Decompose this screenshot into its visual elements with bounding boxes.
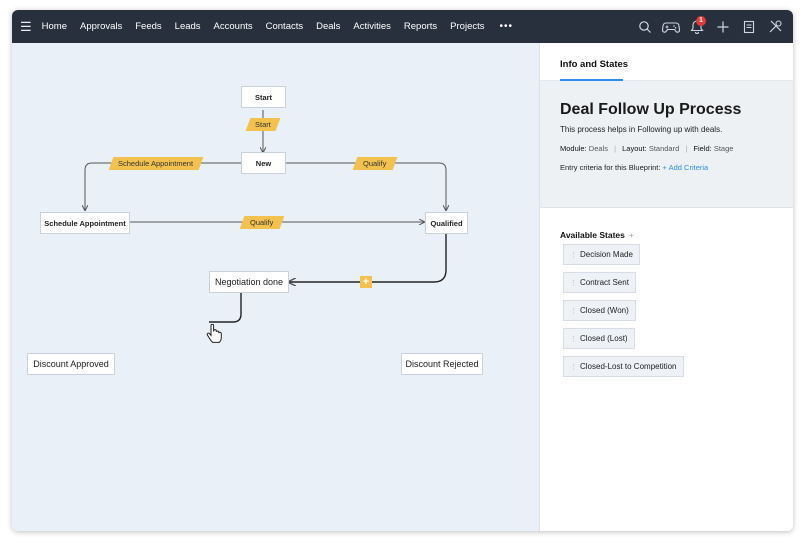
nav-contacts[interactable]: Contacts xyxy=(265,21,304,32)
blueprint-canvas[interactable]: Start Start New Schedule Appointment Qua… xyxy=(12,43,539,531)
nav-feeds[interactable]: Feeds xyxy=(135,21,162,32)
available-states-title: Available States xyxy=(560,230,625,240)
nav-activities[interactable]: Activities xyxy=(353,21,391,32)
plus-icon[interactable] xyxy=(711,15,735,39)
process-info: Deal Follow Up Process This process help… xyxy=(540,81,793,208)
field-value: Stage xyxy=(713,144,734,153)
state-chip-closed-lost-to-competition[interactable]: ⋮Closed-Lost to Competition xyxy=(563,356,684,377)
nav-leads[interactable]: Leads xyxy=(174,21,201,32)
process-title: Deal Follow Up Process xyxy=(560,101,742,118)
active-tab-indicator xyxy=(560,79,623,81)
process-meta: Module: Deals | Layout: Standard | Field… xyxy=(560,144,734,153)
transition-schedule-appointment[interactable]: Schedule Appointment xyxy=(108,157,204,170)
connector-dragging xyxy=(209,293,242,323)
state-list: ⋮Decision Made ⋮Contract Sent ⋮Closed (W… xyxy=(563,244,793,384)
layout-value: Standard xyxy=(648,144,680,153)
hamburger-icon[interactable]: ☰ xyxy=(20,18,32,34)
state-chip-closed-lost[interactable]: ⋮Closed (Lost) xyxy=(563,328,635,349)
available-states-heading: Available States+ xyxy=(560,230,793,240)
note-icon[interactable] xyxy=(737,15,761,39)
transition-qualify-top[interactable]: Qualify xyxy=(352,157,398,170)
drag-handle-icon: ⋮ xyxy=(570,336,577,343)
layout-label: Layout: xyxy=(622,144,647,153)
nav-reports[interactable]: Reports xyxy=(403,21,438,32)
transition-schedule-appointment-label: Schedule Appointment xyxy=(118,159,194,168)
game-controller-icon[interactable] xyxy=(659,15,683,39)
top-nav-bar: ☰ Home Approvals Feeds Leads Accounts Co… xyxy=(12,10,793,43)
node-discount-approved[interactable]: Discount Approved xyxy=(27,353,115,375)
node-schedule-appointment[interactable]: Schedule Appointment xyxy=(40,212,130,234)
node-negotiation-done[interactable]: Negotiation done xyxy=(209,271,289,293)
transition-qualify-mid-label: Qualify xyxy=(250,218,274,227)
state-chip-label: Closed (Lost) xyxy=(580,334,628,343)
nav-approvals[interactable]: Approvals xyxy=(80,21,123,32)
drag-handle-icon: ⋮ xyxy=(570,252,577,259)
add-state-button[interactable]: + xyxy=(628,230,634,240)
add-transition-button[interactable]: + xyxy=(360,276,372,288)
transition-start-label: Start xyxy=(255,120,271,129)
entry-criteria: Entry criteria for this Blueprint: + Add… xyxy=(560,163,773,172)
module-label: Module: xyxy=(560,144,587,153)
search-icon[interactable] xyxy=(633,15,657,39)
app-window: ☰ Home Approvals Feeds Leads Accounts Co… xyxy=(12,10,793,531)
connector-qualified-negotiation xyxy=(289,233,447,282)
hand-cursor-icon xyxy=(206,324,222,343)
nav-projects[interactable]: Projects xyxy=(450,21,485,32)
nav-accounts[interactable]: Accounts xyxy=(213,21,253,32)
nav-home[interactable]: Home xyxy=(41,21,67,32)
transition-qualify-mid[interactable]: Qualify xyxy=(239,216,285,229)
state-chip-contract-sent[interactable]: ⋮Contract Sent xyxy=(563,272,636,293)
process-description: This process helps in Following up with … xyxy=(560,125,723,134)
top-icons: 1 xyxy=(631,10,787,43)
state-chip-decision-made[interactable]: ⋮Decision Made xyxy=(563,244,640,265)
connector-new-qualified xyxy=(286,162,446,210)
tab-info-and-states[interactable]: Info and States xyxy=(560,59,629,70)
notification-badge: 1 xyxy=(696,15,706,26)
node-discount-rejected[interactable]: Discount Rejected xyxy=(401,353,483,375)
drag-handle-icon: ⋮ xyxy=(570,280,577,287)
info-panel: Info and States Deal Follow Up Process T… xyxy=(539,43,793,531)
transition-start[interactable]: Start xyxy=(245,118,281,131)
state-chip-label: Decision Made xyxy=(580,250,633,259)
tools-icon[interactable] xyxy=(763,15,787,39)
module-value: Deals xyxy=(588,144,608,153)
connector-new-schedule xyxy=(85,162,241,210)
entry-criteria-label: Entry criteria for this Blueprint: xyxy=(560,163,661,172)
node-qualified[interactable]: Qualified xyxy=(425,212,468,234)
drag-handle-icon: ⋮ xyxy=(570,308,577,315)
drag-handle-icon: ⋮ xyxy=(570,364,577,371)
state-chip-label: Closed-Lost to Competition xyxy=(580,362,677,371)
add-criteria-link[interactable]: + Add Criteria xyxy=(662,163,709,172)
transition-qualify-top-label: Qualify xyxy=(363,159,387,168)
nav-more-button[interactable]: ••• xyxy=(499,21,514,32)
state-chip-closed-won[interactable]: ⋮Closed (Won) xyxy=(563,300,636,321)
state-chip-label: Contract Sent xyxy=(580,278,629,287)
bell-icon[interactable]: 1 xyxy=(685,15,709,39)
node-new[interactable]: New xyxy=(241,152,286,174)
nav-deals[interactable]: Deals xyxy=(316,21,341,32)
node-start[interactable]: Start xyxy=(241,86,286,108)
state-chip-label: Closed (Won) xyxy=(580,306,629,315)
field-label: Field: xyxy=(693,144,712,153)
panel-tabs: Info and States xyxy=(540,43,793,81)
